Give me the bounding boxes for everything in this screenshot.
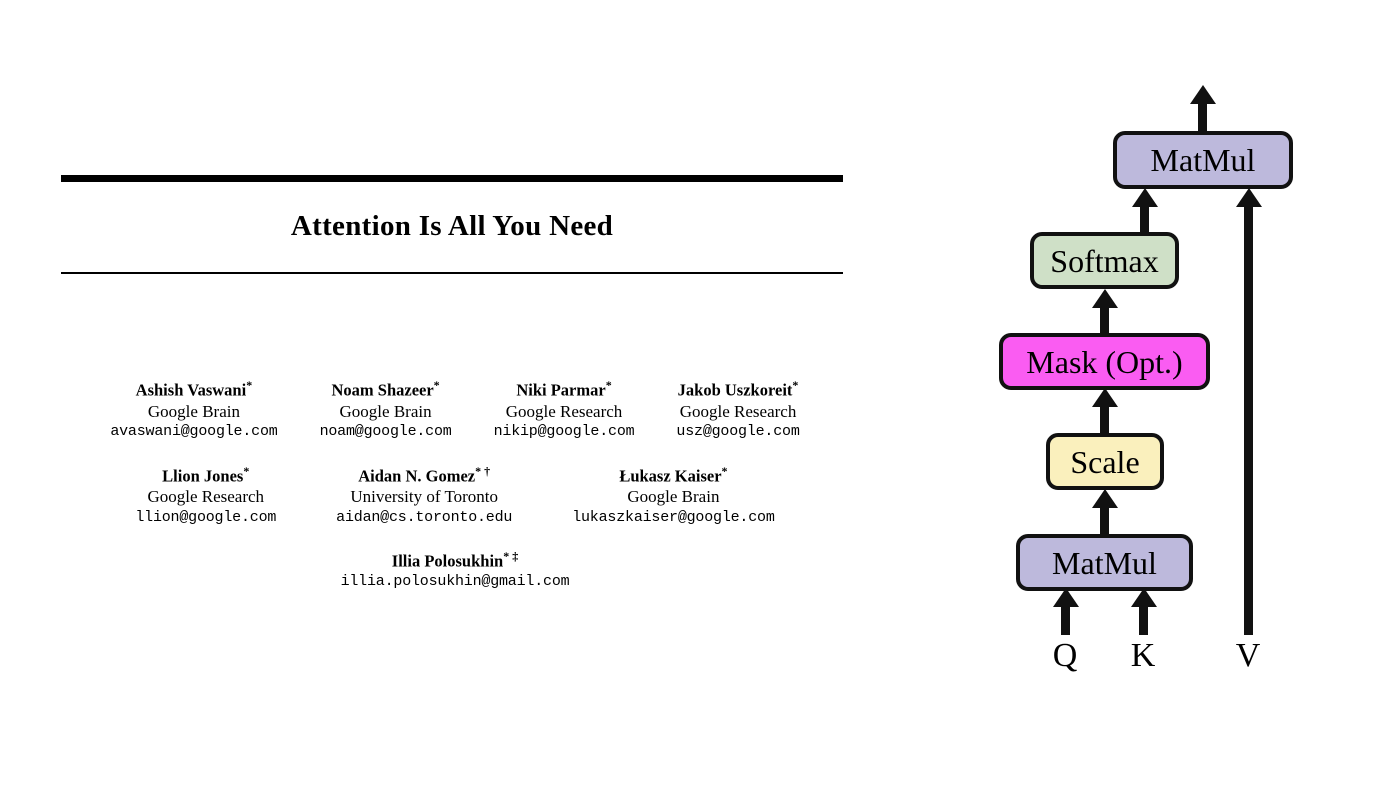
node-matmul-top[interactable]: MatMul: [1113, 131, 1293, 189]
author-entry: Ashish Vaswani* Google Brain avaswani@go…: [110, 378, 277, 442]
author-email[interactable]: usz@google.com: [676, 423, 800, 441]
author-entry: Łukasz Kaiser* Google Brain lukaszkaiser…: [572, 463, 775, 528]
edge-q-to-matmul: [1061, 605, 1070, 635]
author-email[interactable]: aidan@cs.toronto.edu: [336, 508, 513, 526]
author-marks: *: [243, 463, 250, 478]
node-softmax-label: Softmax: [1050, 242, 1159, 279]
node-matmul-bottom-label: MatMul: [1052, 544, 1157, 581]
author-email[interactable]: noam@google.com: [319, 423, 452, 441]
node-mask[interactable]: Mask (Opt.): [999, 333, 1210, 390]
author-entry: Jakob Uszkoreit* Google Research usz@goo…: [676, 378, 799, 442]
author-affiliation: Google Research: [505, 401, 623, 421]
author-name: Aidan N. Gomez* †: [358, 463, 491, 486]
edge-softmax-to-matmul-top: [1140, 205, 1149, 235]
arrowhead-mask-to-softmax: [1092, 289, 1118, 308]
author-name: Llion Jones*: [162, 463, 250, 486]
author-affiliation: Google Brain: [339, 401, 432, 421]
author-name: Illia Polosukhin* ‡: [391, 549, 519, 571]
node-scale[interactable]: Scale: [1046, 433, 1164, 490]
author-email[interactable]: nikip@google.com: [493, 423, 635, 441]
author-affiliation: Google Research: [679, 401, 797, 421]
author-entry: Aidan N. Gomez* † University of Toronto …: [336, 464, 512, 528]
author-name: Ashish Vaswani*: [135, 378, 253, 400]
node-softmax[interactable]: Softmax: [1030, 232, 1179, 289]
edge-scale-to-mask: [1100, 404, 1109, 436]
author-email[interactable]: illia.polosukhin@gmail.com: [340, 572, 570, 590]
author-entry: Llion Jones* Google Research llion@googl…: [135, 464, 276, 528]
author-entry: Illia Polosukhin* ‡ illia.polosukhin@gma…: [341, 549, 570, 591]
author-list: Ashish Vaswani* Google Brain avaswani@go…: [40, 378, 870, 613]
author-entry: Noam Shazeer* Google Brain noam@google.c…: [320, 378, 452, 442]
edge-v-to-matmul-top: [1244, 205, 1253, 635]
author-affiliation: Google Research: [147, 487, 265, 507]
arrowhead-q: [1053, 588, 1079, 607]
author-marks: *: [605, 378, 612, 392]
author-name: Jakob Uszkoreit*: [677, 378, 799, 400]
node-matmul-top-label: MatMul: [1150, 142, 1256, 178]
attention-diagram: MatMul Softmax Mask (Opt.) Scale MatMul …: [940, 0, 1400, 788]
author-affiliation: University of Toronto: [350, 487, 499, 507]
arrowhead-softmax-to-matmul-top: [1132, 188, 1158, 207]
author-name: Niki Parmar*: [516, 378, 612, 400]
paper-header-block: Attention Is All You Need Ashish Vaswani…: [40, 175, 870, 613]
node-matmul-bottom[interactable]: MatMul: [1016, 534, 1193, 591]
author-marks: *: [433, 378, 440, 392]
title-rule-top: [61, 175, 843, 182]
arrowhead-k: [1131, 588, 1157, 607]
node-scale-label: Scale: [1070, 443, 1140, 480]
edge-mask-to-softmax: [1100, 305, 1109, 335]
author-name: Łukasz Kaiser*: [619, 463, 728, 486]
author-email[interactable]: avaswani@google.com: [110, 423, 278, 441]
author-row: Ashish Vaswani* Google Brain avaswani@go…: [40, 378, 870, 442]
arrowhead-v: [1236, 188, 1262, 207]
title-rule-bottom: [61, 272, 843, 274]
edge-matmul-bottom-to-scale: [1100, 505, 1109, 537]
author-marks: *: [792, 378, 799, 392]
author-affiliation: Google Brain: [147, 401, 240, 421]
arrowhead-matmul-bottom-to-scale: [1092, 489, 1118, 508]
edge-k-to-matmul: [1139, 605, 1148, 635]
author-affiliation: Google Brain: [627, 487, 720, 507]
author-marks: * †: [475, 463, 491, 478]
author-email[interactable]: llion@google.com: [135, 508, 277, 526]
edge-output: [1198, 98, 1207, 134]
author-entry: Niki Parmar* Google Research nikip@googl…: [494, 378, 635, 442]
author-row: Illia Polosukhin* ‡ illia.polosukhin@gma…: [40, 549, 870, 591]
input-label-v: V: [1235, 637, 1261, 674]
author-name: Noam Shazeer*: [331, 378, 440, 400]
author-marks: *: [246, 378, 253, 392]
node-mask-label: Mask (Opt.): [1026, 343, 1183, 380]
arrowhead-output: [1190, 85, 1216, 104]
author-marks: *: [721, 463, 728, 478]
input-label-k: K: [1130, 637, 1156, 674]
author-row: Llion Jones* Google Research llion@googl…: [40, 464, 870, 528]
input-label-q: Q: [1052, 637, 1078, 674]
page-title: Attention Is All You Need: [290, 210, 614, 242]
author-marks: * ‡: [503, 549, 519, 564]
arrowhead-scale-to-mask: [1092, 388, 1118, 407]
author-email[interactable]: lukaszkaiser@google.com: [572, 508, 775, 526]
